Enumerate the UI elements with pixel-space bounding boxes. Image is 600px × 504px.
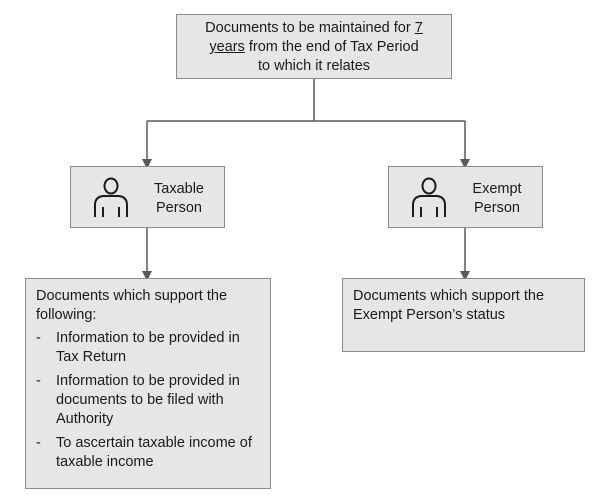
- taxable-person-label: Taxable Person: [154, 181, 204, 216]
- list-item: -Information to be provided in Tax Retur…: [36, 330, 240, 365]
- exempt-documents-box: Documents which support the Exempt Perso…: [342, 278, 585, 352]
- taxable-person-box: Taxable Person: [70, 166, 225, 228]
- retention-line-3: to which it relates: [257, 58, 371, 74]
- person-icon: [94, 177, 128, 217]
- exempt-person-box: Exempt Person: [388, 166, 543, 228]
- retention-line-1: Documents to be maintained for 7: [205, 20, 423, 36]
- exempt-documents-text: Documents which support the Exempt Perso…: [353, 288, 545, 323]
- retention-line-2: years from the end of Tax Period: [209, 39, 419, 55]
- list-item: -Information to be provided in documents…: [36, 373, 240, 427]
- taxable-documents-list: -Information to be provided in Tax Retur…: [36, 329, 260, 472]
- exempt-person-label: Exempt Person: [472, 181, 522, 216]
- person-icon: [412, 177, 446, 217]
- retention-period-box: Documents to be maintained for 7 years f…: [176, 14, 452, 79]
- taxable-documents-intro: Documents which support the following:: [36, 288, 228, 323]
- taxable-documents-box: Documents which support the following: -…: [25, 278, 271, 489]
- list-item: -To ascertain taxable income of taxable …: [36, 435, 252, 470]
